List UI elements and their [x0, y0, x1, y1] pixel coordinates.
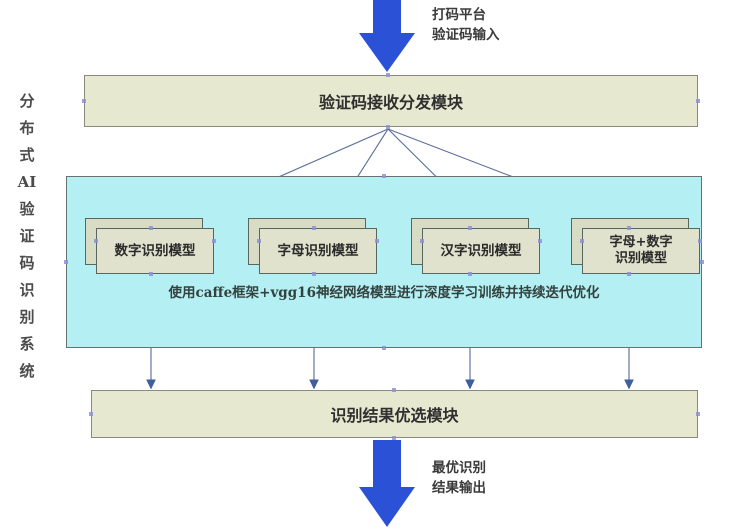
- connector-handle[interactable]: [312, 272, 316, 276]
- training-note-label: 使用caffe框架+vgg16神经网络模型进行深度学习训练并持续迭代优化: [168, 285, 600, 301]
- connector-handle[interactable]: [382, 174, 386, 178]
- connector-handle[interactable]: [538, 239, 542, 243]
- connector-handle[interactable]: [386, 125, 390, 129]
- model-card-chinese[interactable]: 汉字识别模型: [411, 218, 540, 274]
- model-card-label-wrap: 数字识别模型: [96, 228, 214, 274]
- result-select-module-box[interactable]: 识别结果优选模块: [91, 390, 698, 438]
- model-label: 汉字识别模型: [440, 242, 522, 259]
- connector-handle[interactable]: [212, 239, 216, 243]
- model-card-label-wrap: 汉字识别模型: [422, 228, 540, 274]
- connector-handle[interactable]: [627, 226, 631, 230]
- dispatch-module-label: 验证码接收分发模块: [318, 93, 463, 112]
- model-label: 字母+数字 识别模型: [609, 235, 673, 266]
- connector-handle[interactable]: [392, 388, 396, 392]
- connector-handle[interactable]: [312, 226, 316, 230]
- result-select-module-label: 识别结果优选模块: [330, 406, 459, 425]
- connector-handle[interactable]: [700, 260, 704, 264]
- connector-handle[interactable]: [698, 239, 702, 243]
- model-label: 字母识别模型: [277, 242, 359, 259]
- output-caption: 最优识别 结果输出: [432, 460, 486, 496]
- connector-handle[interactable]: [386, 73, 390, 77]
- connector-handle[interactable]: [257, 239, 261, 243]
- connector-handle[interactable]: [89, 412, 93, 416]
- connector-handle[interactable]: [94, 239, 98, 243]
- connector-handle[interactable]: [64, 260, 68, 264]
- connector-handle[interactable]: [580, 239, 584, 243]
- connector-handle[interactable]: [420, 239, 424, 243]
- model-card-label-wrap: 字母+数字 识别模型: [582, 228, 700, 274]
- model-card-label-wrap: 字母识别模型: [259, 228, 377, 274]
- input-caption: 打码平台 验证码输入: [432, 7, 500, 43]
- connector-handle[interactable]: [149, 226, 153, 230]
- connector-handle[interactable]: [375, 239, 379, 243]
- output-big-arrow: [359, 440, 415, 527]
- input-big-arrow: [359, 0, 415, 72]
- connector-handle[interactable]: [468, 272, 472, 276]
- connector-handle[interactable]: [149, 272, 153, 276]
- dispatch-module-box[interactable]: 验证码接收分发模块: [84, 75, 698, 127]
- connector-handle[interactable]: [392, 436, 396, 440]
- model-card-digit[interactable]: 数字识别模型: [85, 218, 214, 274]
- system-title-vertical: 分 布 式 AI 验 证 码 识 别 系 统: [17, 92, 37, 380]
- connector-handle[interactable]: [696, 99, 700, 103]
- connector-handle[interactable]: [382, 346, 386, 350]
- model-card-letter-digit[interactable]: 字母+数字 识别模型: [571, 218, 700, 274]
- connector-handle[interactable]: [82, 99, 86, 103]
- connector-handle[interactable]: [468, 226, 472, 230]
- connector-handle[interactable]: [627, 272, 631, 276]
- model-card-letter[interactable]: 字母识别模型: [248, 218, 377, 274]
- connector-handle[interactable]: [696, 412, 700, 416]
- model-label: 数字识别模型: [114, 242, 196, 259]
